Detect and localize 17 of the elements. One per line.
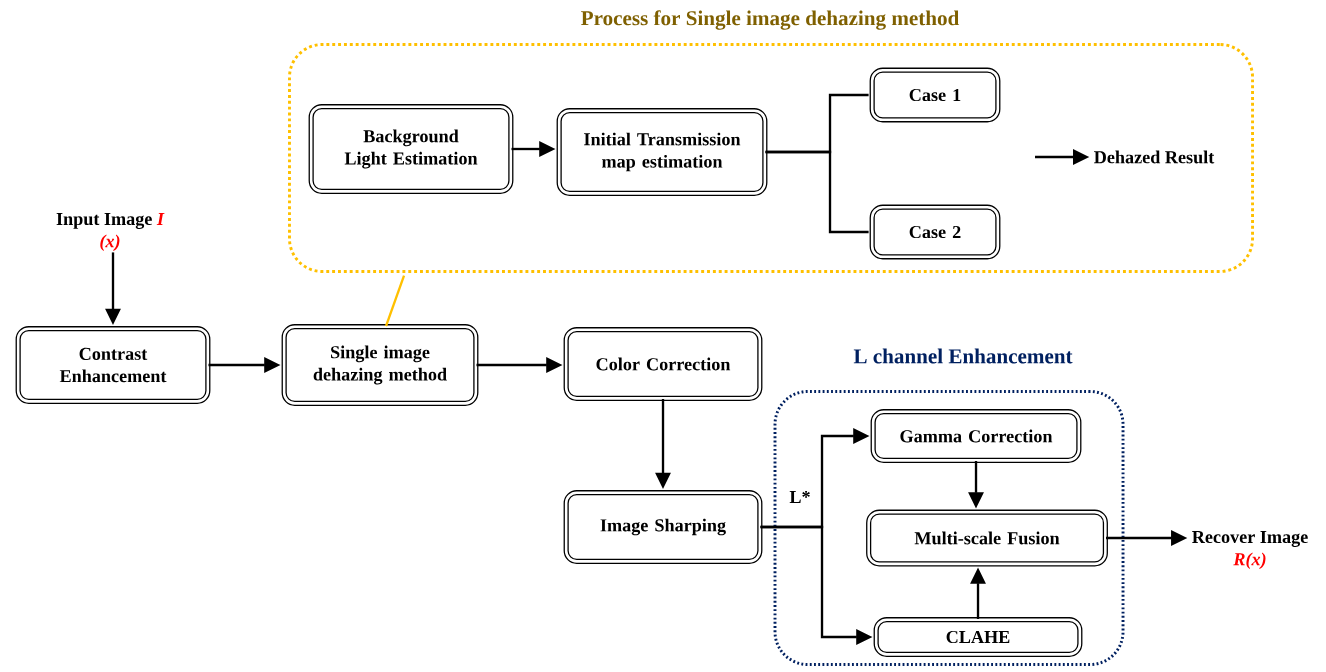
process-box: Single image dehazing method [281,324,479,406]
group-title: Process for Single image dehazing method [581,10,960,30]
text-label: Dehazed Result [1094,150,1215,164]
group-title: L channel Enhancement [853,348,1073,364]
process-box: Case 2 [869,204,1001,260]
process-box: Gamma Correction [870,409,1082,463]
process-box: Image Sharping [563,490,763,564]
process-box: CLAHE [873,617,1083,657]
process-box: Case 1 [869,67,1001,123]
process-box: Color Correction [563,327,763,401]
process-box: Background Light Estimation [308,104,514,194]
text-label: Input Image I (x) [56,213,165,251]
edge-label: L* [788,489,812,505]
process-box: Initial Transmission map estimation [556,108,768,196]
process-box: Multi-scale Fusion [866,509,1108,567]
text-label: Recover Image R(x) [1192,531,1308,569]
process-box: Contrast Enhancement [15,326,211,404]
